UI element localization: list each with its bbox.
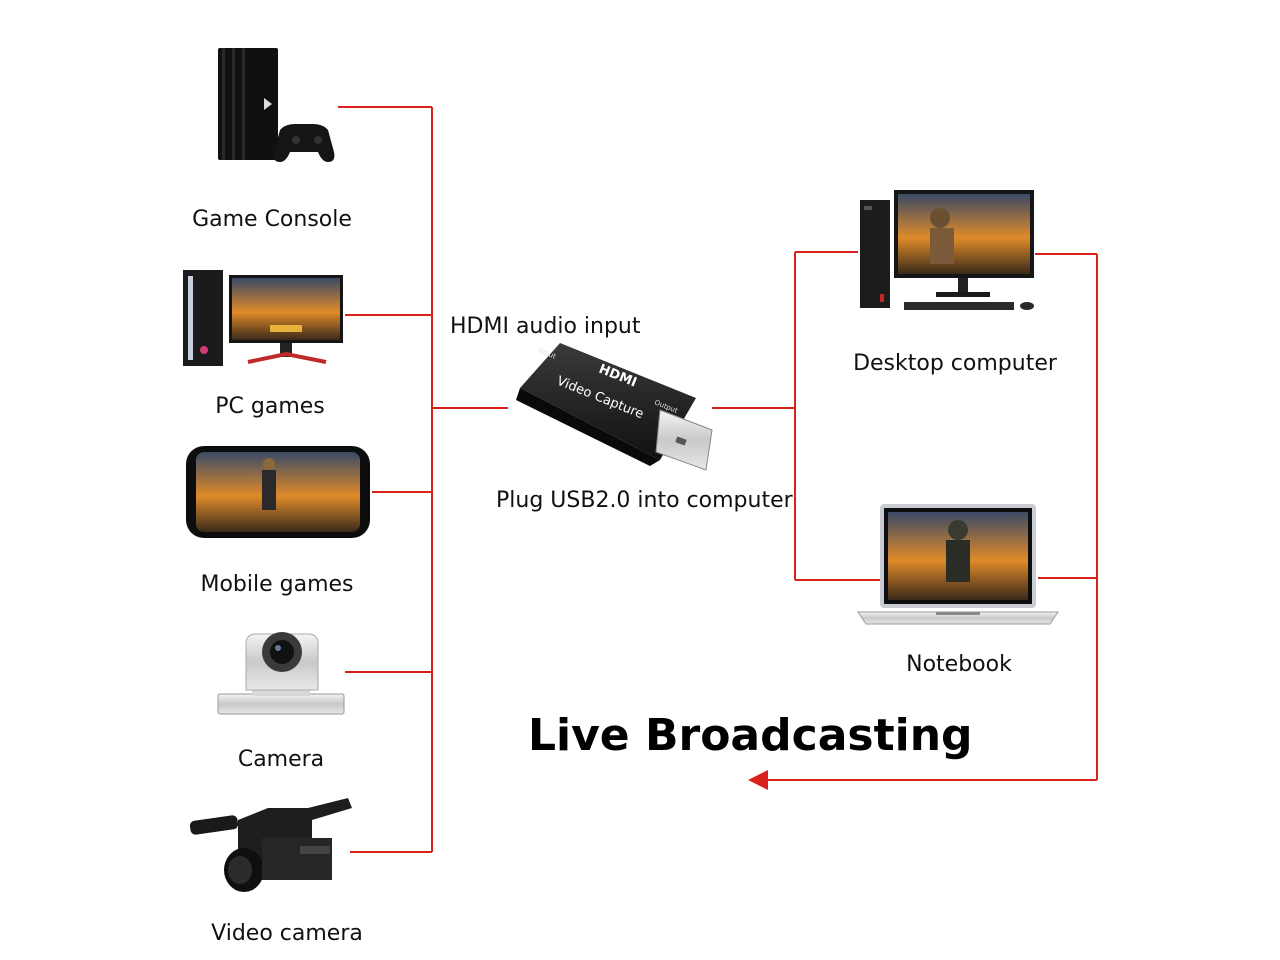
right-connectors [712,251,1098,781]
laptop-icon [857,504,1059,625]
desktop-computer-icon [860,190,1034,310]
smartphone-icon [186,446,370,538]
center-labels: HDMI audio input Plug USB2.0 into comput… [450,314,794,513]
label-game-console: Game Console [192,207,352,232]
label-notebook: Notebook [906,652,1012,677]
hdmi-capture-device: HDMI Video Capture Input Output [516,343,713,471]
camcorder-icon [189,798,352,892]
target-labels: Desktop computer Notebook [853,351,1058,677]
gaming-pc-icon [183,270,343,366]
live-broadcasting-title: Live Broadcasting [528,710,973,761]
label-plug-usb: Plug USB2.0 into computer [496,488,794,513]
left-connectors [338,106,508,853]
ptz-camera-icon [217,632,345,715]
label-mobile-games: Mobile games [200,572,353,597]
label-hdmi-audio-input: HDMI audio input [450,314,641,339]
label-camera: Camera [238,747,324,772]
label-video-camera: Video camera [211,921,363,946]
source-labels: Game Console PC games Mobile games Camer… [192,207,363,946]
arrow-left-icon [748,770,768,790]
game-console-icon [218,48,335,162]
label-desktop-computer: Desktop computer [853,351,1058,376]
label-pc-games: PC games [215,394,325,419]
